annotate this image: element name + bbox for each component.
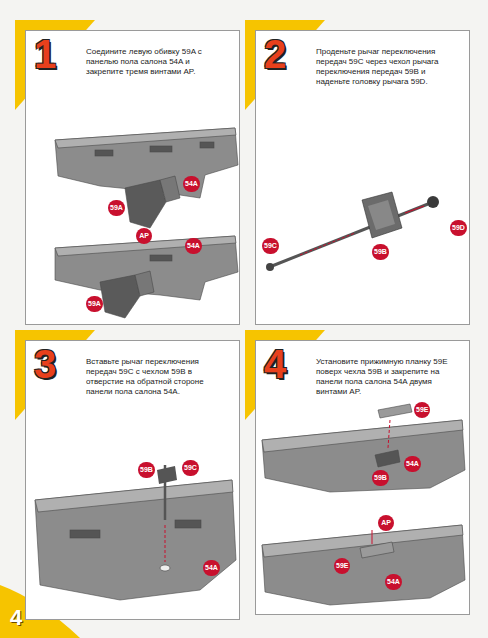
step-instruction: Соедините левую обивку 59A с панелью пол… [86, 47, 226, 77]
callout-number: AP [378, 515, 394, 531]
panel-ground [25, 30, 470, 620]
step-panel: 2 Проденьте рычаг переключения передач 59… [255, 30, 470, 325]
step-panel: 1 Соедините левую обивку 59A с панелью по… [25, 30, 240, 325]
callout-number: 59B [138, 462, 155, 478]
callout-number: 59B [372, 470, 389, 486]
step-number: 4 [264, 341, 286, 387]
floor-panel [262, 525, 465, 605]
callout-number: 59E [334, 558, 350, 574]
callout-number: AP [136, 228, 152, 244]
step-instruction: Проденьте рычаг переключения передач 59C… [316, 47, 456, 87]
step-number: 3 [34, 341, 56, 387]
step-panel: 3 Вставьте рычаг переключения передач 59C… [25, 340, 240, 620]
callout-number: 54A [203, 560, 220, 576]
step-panel: 4 Установите прижимную планку 59E поверх … [255, 340, 470, 615]
callout-number: 59E [414, 402, 430, 418]
callout-number: 54A [183, 176, 200, 192]
callout-number: 59B [372, 244, 389, 260]
step-number: 2 [264, 31, 286, 77]
callout-number: 59C [182, 460, 199, 476]
floor-panel [55, 236, 238, 318]
callout-number: 54A [404, 456, 421, 472]
step-instruction: Вставьте рычаг переключения передач 59C … [86, 357, 226, 397]
callout-number: 54A [185, 238, 202, 254]
page-number: 4 [10, 606, 22, 630]
floor-panel [35, 480, 236, 600]
floor-panel [55, 128, 238, 228]
gear-lever [266, 192, 439, 271]
callout-number: 59D [450, 220, 467, 236]
floor-panel [262, 404, 465, 492]
step-instruction: Установите прижимную планку 59E поверх ч… [316, 357, 456, 397]
step-number: 1 [34, 31, 56, 77]
callout-number: 59C [262, 238, 279, 254]
callout-number: 54A [385, 574, 402, 590]
callout-number: 59A [108, 200, 125, 216]
callout-number: 59A [86, 296, 103, 312]
gear-lever [157, 465, 177, 562]
